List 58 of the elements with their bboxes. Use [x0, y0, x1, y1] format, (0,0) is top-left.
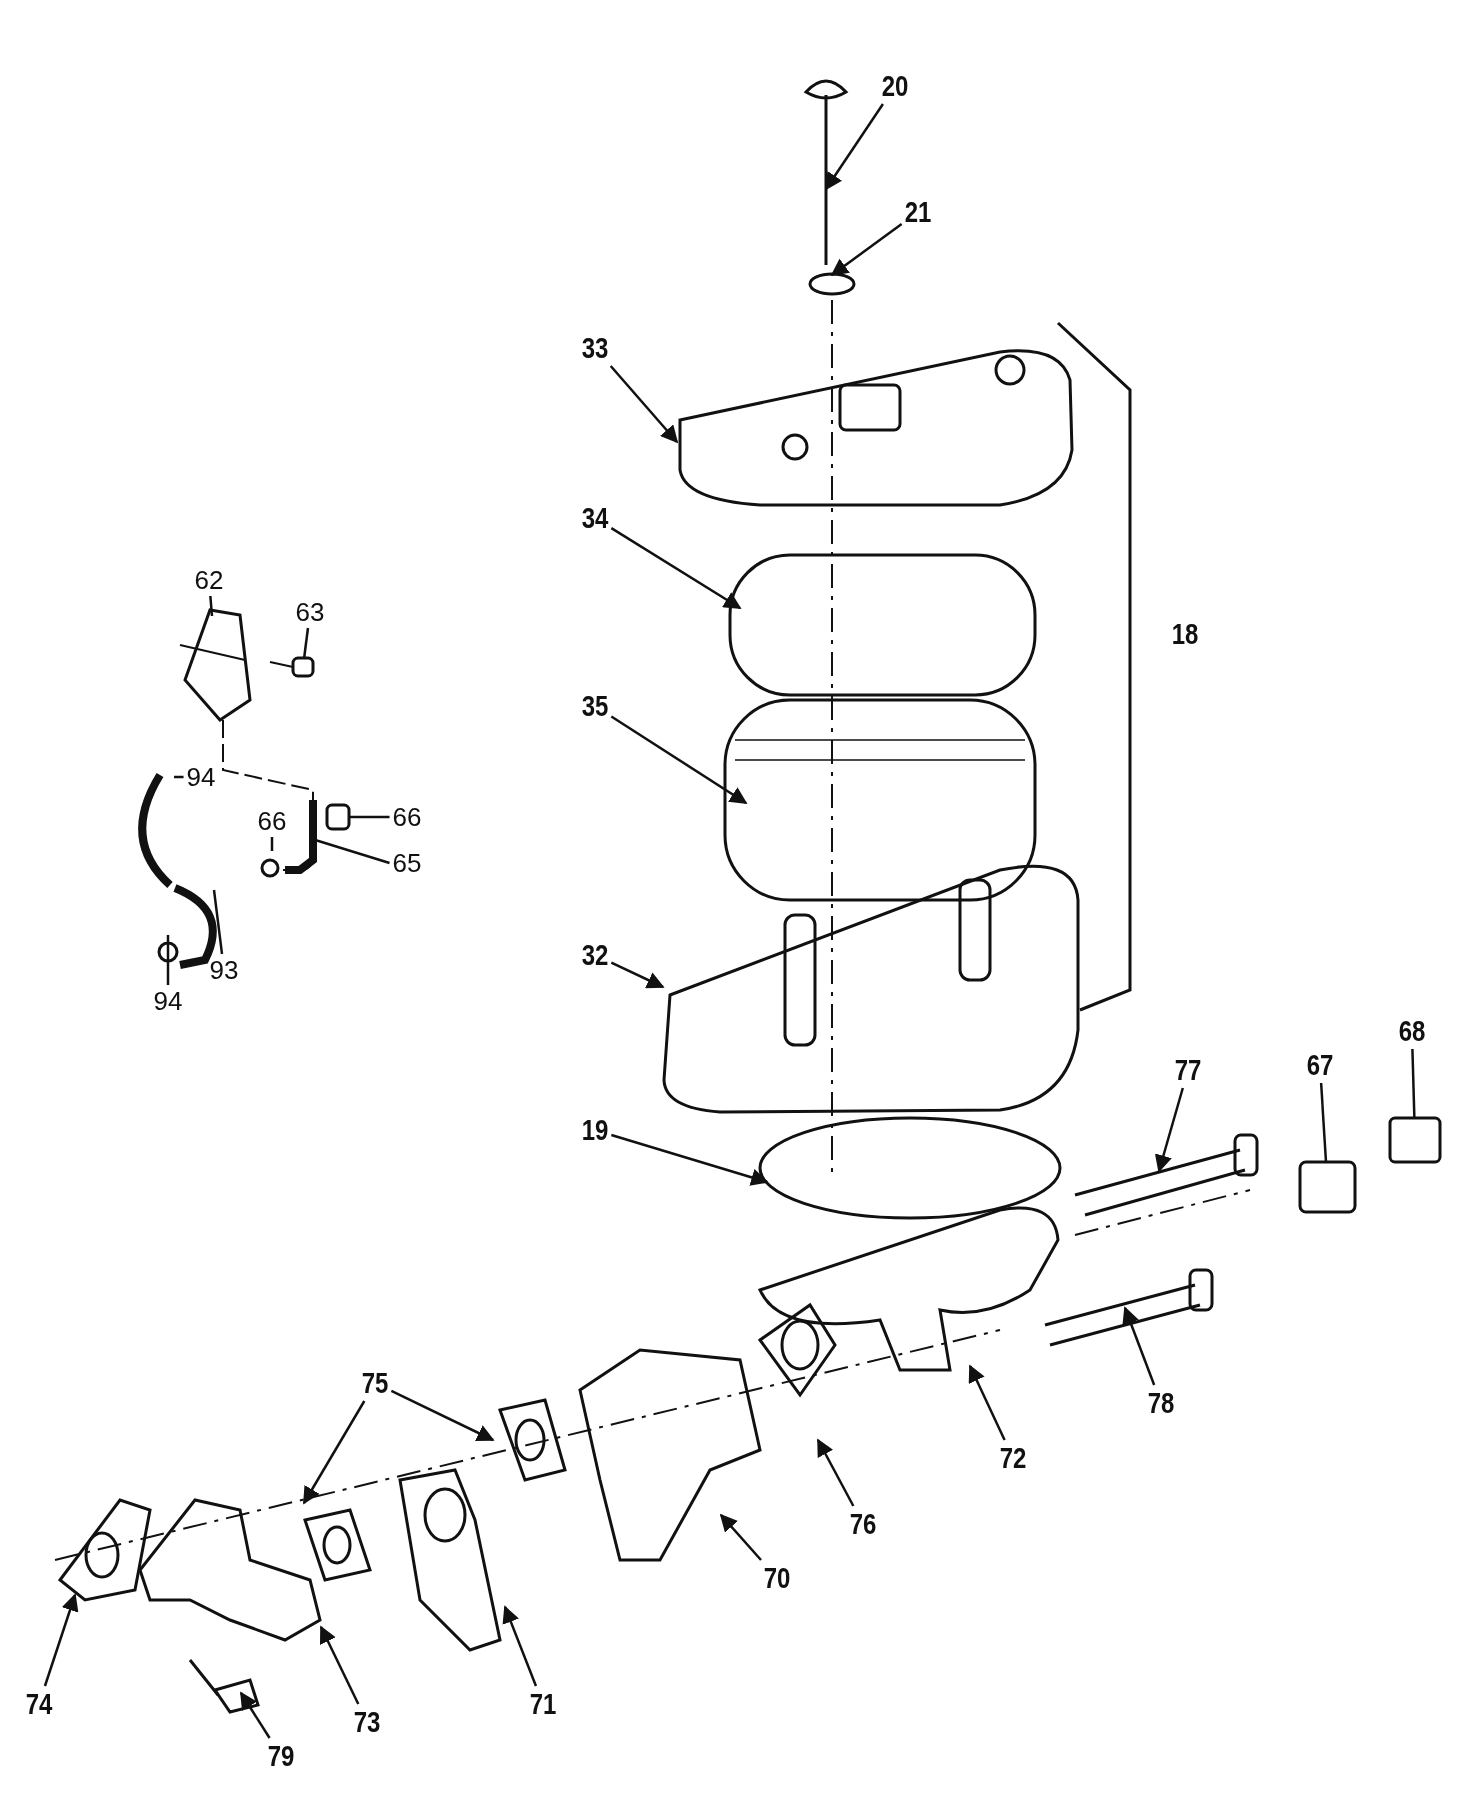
- leader-line: [43, 1593, 79, 1687]
- callout-number: 66: [392, 804, 422, 830]
- hose-clamp-drawing: [325, 803, 351, 831]
- leader-line: [270, 837, 274, 851]
- leader-line: [610, 715, 748, 805]
- leader-line: [1154, 1087, 1185, 1173]
- callout-number: 34: [581, 503, 609, 533]
- leader-line: [390, 1389, 495, 1442]
- callout-number: 94: [153, 988, 183, 1014]
- leader-line: [610, 527, 742, 610]
- leader-line: [1319, 1082, 1328, 1163]
- leader-line: [319, 1625, 360, 1705]
- leader-line: [348, 815, 390, 819]
- callout-number: 73: [353, 1707, 381, 1737]
- callout-number: 21: [904, 197, 932, 227]
- callout-number: 19: [581, 1115, 609, 1145]
- leader-line: [302, 1400, 366, 1505]
- screw-drawing: [291, 656, 315, 678]
- leader-line: [502, 1605, 538, 1687]
- callout-number: 67: [1306, 1050, 1334, 1080]
- leader-line: [830, 222, 903, 277]
- leader-line: [611, 1133, 769, 1186]
- leader-line: [212, 889, 224, 955]
- leader-line: [816, 1438, 855, 1507]
- callout-number: 76: [849, 1509, 877, 1539]
- callout-number: 35: [581, 691, 609, 721]
- leader-line: [609, 365, 679, 444]
- leader-line: [1122, 1306, 1156, 1386]
- callout-number: 79: [267, 1741, 295, 1771]
- leader-line: [166, 935, 170, 985]
- callout-number: 74: [25, 1689, 53, 1719]
- callout-number: 94: [186, 764, 216, 790]
- callout-number: 32: [581, 940, 609, 970]
- leader-line: [209, 595, 214, 617]
- leader-line: [824, 103, 884, 191]
- leader-line: [1411, 1048, 1416, 1120]
- leader-line: [719, 1513, 762, 1561]
- leader-line: [610, 961, 665, 989]
- callout-number: 20: [881, 71, 909, 101]
- callout-number: 66: [257, 808, 287, 834]
- leader-line: [239, 1691, 271, 1739]
- callout-number: 77: [1174, 1055, 1202, 1085]
- callout-number: 72: [999, 1443, 1027, 1473]
- leader-line: [174, 775, 184, 779]
- callout-number: 78: [1147, 1388, 1175, 1418]
- callout-number: 33: [581, 333, 609, 363]
- callout-number: 62: [194, 567, 224, 593]
- callout-number: 70: [763, 1563, 791, 1593]
- callout-number: 65: [392, 850, 422, 876]
- leader-line: [302, 627, 310, 660]
- callout-number: 71: [529, 1689, 557, 1719]
- callout-number: 18: [1171, 619, 1199, 649]
- callout-number: 63: [295, 599, 325, 625]
- leader-line: [968, 1364, 1006, 1441]
- screw-drawing: [1388, 1116, 1442, 1164]
- callout-number: 68: [1398, 1016, 1426, 1046]
- callout-number: 93: [209, 957, 239, 983]
- callout-number: 75: [361, 1368, 389, 1398]
